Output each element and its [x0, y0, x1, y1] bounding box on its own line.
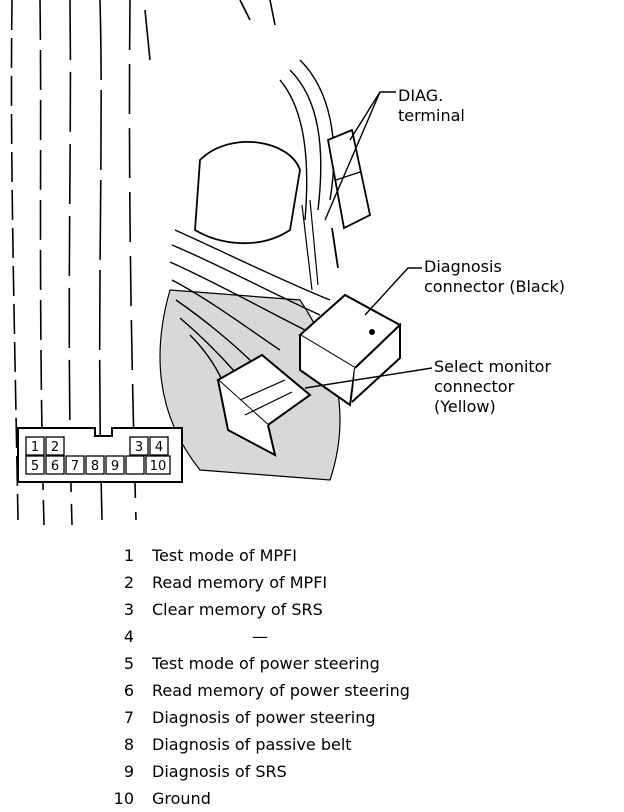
- legend-row: 8 Diagnosis of passive belt: [104, 731, 604, 758]
- legend-description: Clear memory of SRS: [152, 600, 323, 619]
- legend-description: Read memory of power steering: [152, 681, 410, 700]
- pin-label: 7: [71, 459, 79, 474]
- legend-row: 4—: [104, 623, 604, 650]
- legend-number: 4: [123, 627, 134, 646]
- pin-label: 6: [51, 459, 59, 474]
- pin-label: 2: [51, 440, 59, 455]
- legend-number: 7: [123, 708, 134, 727]
- legend-number: 2: [123, 573, 134, 592]
- legend-number: 5: [123, 654, 134, 673]
- legend-description: Read memory of MPFI: [152, 573, 328, 592]
- legend-description: Test mode of MPFI: [152, 546, 297, 565]
- pin-label: 4: [155, 440, 163, 455]
- legend-row: 7 Diagnosis of power steering: [104, 704, 604, 731]
- legend-number: 9: [123, 762, 134, 781]
- legend-description: —: [252, 627, 268, 646]
- wiring-illustration: 1 2 3 4 5 6 7 8 9 10 DIAG. terminal Diag…: [10, 0, 566, 526]
- legend-description: Test mode of power steering: [152, 654, 380, 673]
- pin-grid: 1 2 3 4 5 6 7 8 9 10: [17, 427, 183, 483]
- legend-description: Diagnosis of power steering: [152, 708, 376, 727]
- legend-description: Diagnosis of passive belt: [152, 735, 352, 754]
- callout-diag-terminal: DIAG. terminal: [398, 86, 465, 125]
- harness-drawing: 1 2 3 4 5 6 7 8 9 10: [10, 0, 433, 526]
- diag-terminal-plug: [326, 128, 372, 269]
- legend-row: 5 Test mode of power steering: [104, 650, 604, 677]
- legend-row: 1 Test mode of MPFI: [104, 542, 604, 569]
- leader-lines: [304, 91, 433, 389]
- legend-row: 10 Ground: [104, 785, 604, 812]
- legend-number: 1: [123, 546, 134, 565]
- diagnosis-connector-body: [298, 293, 402, 407]
- pin-label: 1: [31, 440, 39, 455]
- legend-number: 8: [123, 735, 134, 754]
- legend-description: Diagnosis of SRS: [152, 762, 287, 781]
- harness-sleeve: [194, 140, 301, 245]
- pin-label: 5: [31, 459, 39, 474]
- legend-row: 6 Read memory of power steering: [104, 677, 604, 704]
- pin-label: 3: [135, 440, 143, 455]
- callout-select-monitor-connector: Select monitor connector (Yellow): [434, 357, 552, 416]
- legend-description: Ground: [152, 789, 211, 808]
- pin-label: 10: [150, 459, 167, 474]
- wire-harness: [169, 59, 335, 381]
- legend-row: 9 Diagnosis of SRS: [104, 758, 604, 785]
- callout-diagnosis-connector: Diagnosis connector (Black): [424, 257, 566, 296]
- legend-number: 10: [113, 789, 134, 808]
- pin-label: 9: [111, 459, 119, 474]
- legend-row: 3 Clear memory of SRS: [104, 596, 604, 623]
- legend-number: 3: [123, 600, 134, 619]
- pin-label: 8: [91, 459, 99, 474]
- select-monitor-connector-body: [216, 353, 312, 457]
- legend-number: 6: [123, 681, 134, 700]
- legend-row: 2 Read memory of MPFI: [104, 569, 604, 596]
